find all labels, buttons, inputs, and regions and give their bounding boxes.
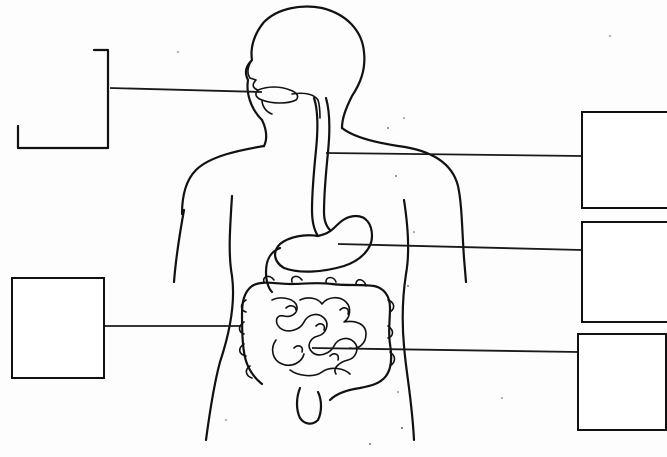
oral-cavity [258, 87, 298, 103]
esophagus-right-wall [324, 98, 330, 230]
scan-noise [177, 35, 611, 445]
label-box-esophagus-frame [582, 112, 667, 208]
duodenum [266, 248, 280, 292]
esophagus-left-wall [312, 98, 318, 236]
leader-mouth [110, 88, 262, 92]
leader-small-intestine [312, 348, 578, 352]
small-intestine [272, 298, 366, 376]
leader-esophagus [326, 153, 582, 156]
label-box-small-intestine[interactable] [578, 334, 666, 430]
rectum [297, 388, 321, 424]
label-box-mouth[interactable] [18, 50, 108, 148]
label-box-mouth-frame [18, 50, 108, 148]
neck-front [262, 120, 266, 146]
digestive-tract [240, 87, 395, 424]
label-box-large-intestine[interactable] [12, 278, 104, 378]
body-outline [174, 7, 466, 440]
torso-right-side [403, 200, 414, 440]
leader-stomach [338, 244, 582, 250]
left-arm-inner [174, 210, 184, 282]
colon-haustra [240, 276, 395, 378]
label-box-stomach-frame [582, 222, 667, 322]
label-box-small-intestine-frame [578, 334, 666, 430]
head-outline [246, 7, 364, 128]
torso-left-side [206, 196, 233, 440]
label-box-esophagus[interactable] [582, 112, 667, 208]
label-box-stomach[interactable] [582, 222, 667, 322]
left-shoulder [182, 146, 264, 214]
label-box-large-intestine-frame [12, 278, 104, 378]
